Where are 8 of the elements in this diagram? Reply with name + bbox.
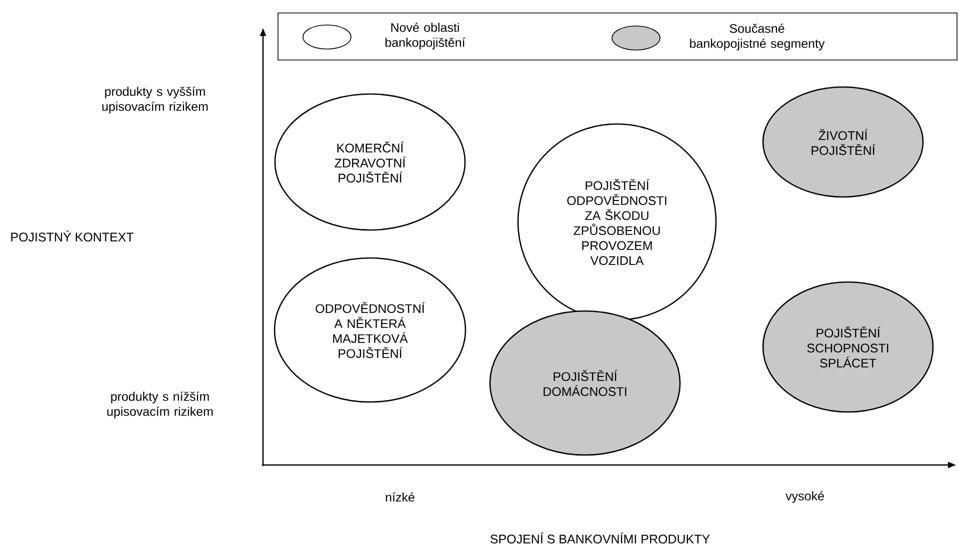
axis-label: nízké xyxy=(386,492,414,502)
axis-label: POJISTNÝ KONTEXT xyxy=(11,230,134,242)
legend-text: Nové oblasti bankopojištění xyxy=(386,22,466,50)
axis-label: vysoké xyxy=(786,491,824,503)
legend-text: Současné bankopojistné segmenty xyxy=(690,24,825,50)
axis-label: SPOJENÍ S BANKOVNÍMI PRODUKTY xyxy=(490,532,710,544)
axis-label: produkty s nížším upisovacím rizikem xyxy=(107,392,213,418)
axis-label: produkty s vyšším upisovacím rizikem xyxy=(102,86,208,114)
